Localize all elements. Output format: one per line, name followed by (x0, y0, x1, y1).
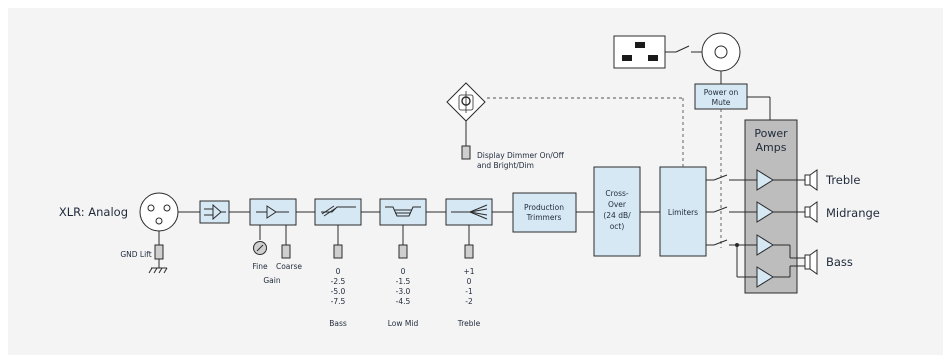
production-line1: Production (524, 203, 564, 212)
treble-value: +1 (463, 267, 474, 276)
display-dimmer-line2: and Bright/Dim (477, 161, 534, 170)
treble-value: -2 (465, 297, 473, 306)
low-mid-filter-block (379, 198, 427, 226)
treble-switch (464, 244, 474, 259)
low-mid-value: -3.0 (396, 287, 411, 296)
gnd-lift-label: GND Lift (120, 250, 151, 259)
display-dimmer-switch (461, 145, 471, 160)
fine-label: Fine (252, 262, 268, 271)
bass-label: Bass (329, 319, 347, 328)
low-mid-value: 0 (401, 267, 406, 276)
display-dimmer-line1: Display Dimmer On/Off (477, 151, 565, 160)
power-socket-icon (613, 35, 666, 69)
treble-value: 0 (467, 277, 472, 286)
low-mid-label: Low Mid (388, 319, 419, 328)
buffer-amp-icon (212, 203, 222, 221)
low-mid-value: -4.5 (396, 297, 411, 306)
gain-label: Gain (263, 276, 280, 285)
low-mid-value: -1.5 (396, 277, 411, 286)
gnd-lift-switch (154, 244, 164, 260)
coarse-label: Coarse (276, 262, 302, 271)
xlr-connector-icon (139, 192, 179, 232)
crossover-line3: (24 dB/ (603, 211, 631, 220)
bass-amp-icon-1 (756, 234, 774, 256)
low-mid-switch (398, 244, 408, 259)
treble-value: -1 (465, 287, 473, 296)
coarse-gain-switch (281, 244, 291, 259)
bass-value: 0 (336, 267, 341, 276)
bass-output-label: Bass (826, 255, 853, 269)
bass-value: -5.0 (331, 287, 346, 296)
treble-amp-icon (756, 169, 774, 191)
limiters-block (659, 166, 707, 257)
production-line2: Trimmers (526, 213, 562, 222)
power-mute-line1: Power on (704, 88, 739, 97)
gain-amp-icon (266, 205, 277, 219)
input-buffer-block (199, 200, 230, 224)
power-amps-line2: Amps (756, 141, 787, 154)
treble-label: Treble (457, 319, 481, 328)
low-mid-notch-icon (385, 206, 421, 217)
xlr-pin-3 (155, 217, 163, 225)
bass-speaker-icon (804, 254, 811, 270)
input-label: XLR: Analog (59, 205, 128, 219)
crossover-block (593, 166, 641, 257)
crossover-line1: Cross- (605, 189, 629, 198)
production-trimmers-block (512, 192, 577, 233)
treble-speaker-icon (804, 174, 811, 186)
xlr-pin-2 (163, 204, 171, 212)
bass-amp-icon-2 (756, 266, 774, 288)
power-amps-block (744, 119, 798, 294)
power-mute-line2: Mute (712, 98, 731, 107)
treble-output-label: Treble (825, 173, 860, 187)
power-switch-icon (675, 45, 690, 53)
limiters-label: Limiters (668, 208, 698, 217)
bass-value: -2.5 (331, 277, 346, 286)
crossover-line2: Over (608, 200, 627, 209)
midrange-output-label: Midrange (826, 206, 880, 220)
xlr-pin-1 (147, 204, 155, 212)
bass-switch (333, 244, 343, 259)
midrange-speaker-icon (804, 206, 811, 218)
bass-value: -7.5 (331, 297, 346, 306)
crossover-line4: oct) (610, 222, 625, 231)
power-amps-line1: Power (754, 127, 788, 140)
midrange-amp-icon (756, 201, 774, 223)
